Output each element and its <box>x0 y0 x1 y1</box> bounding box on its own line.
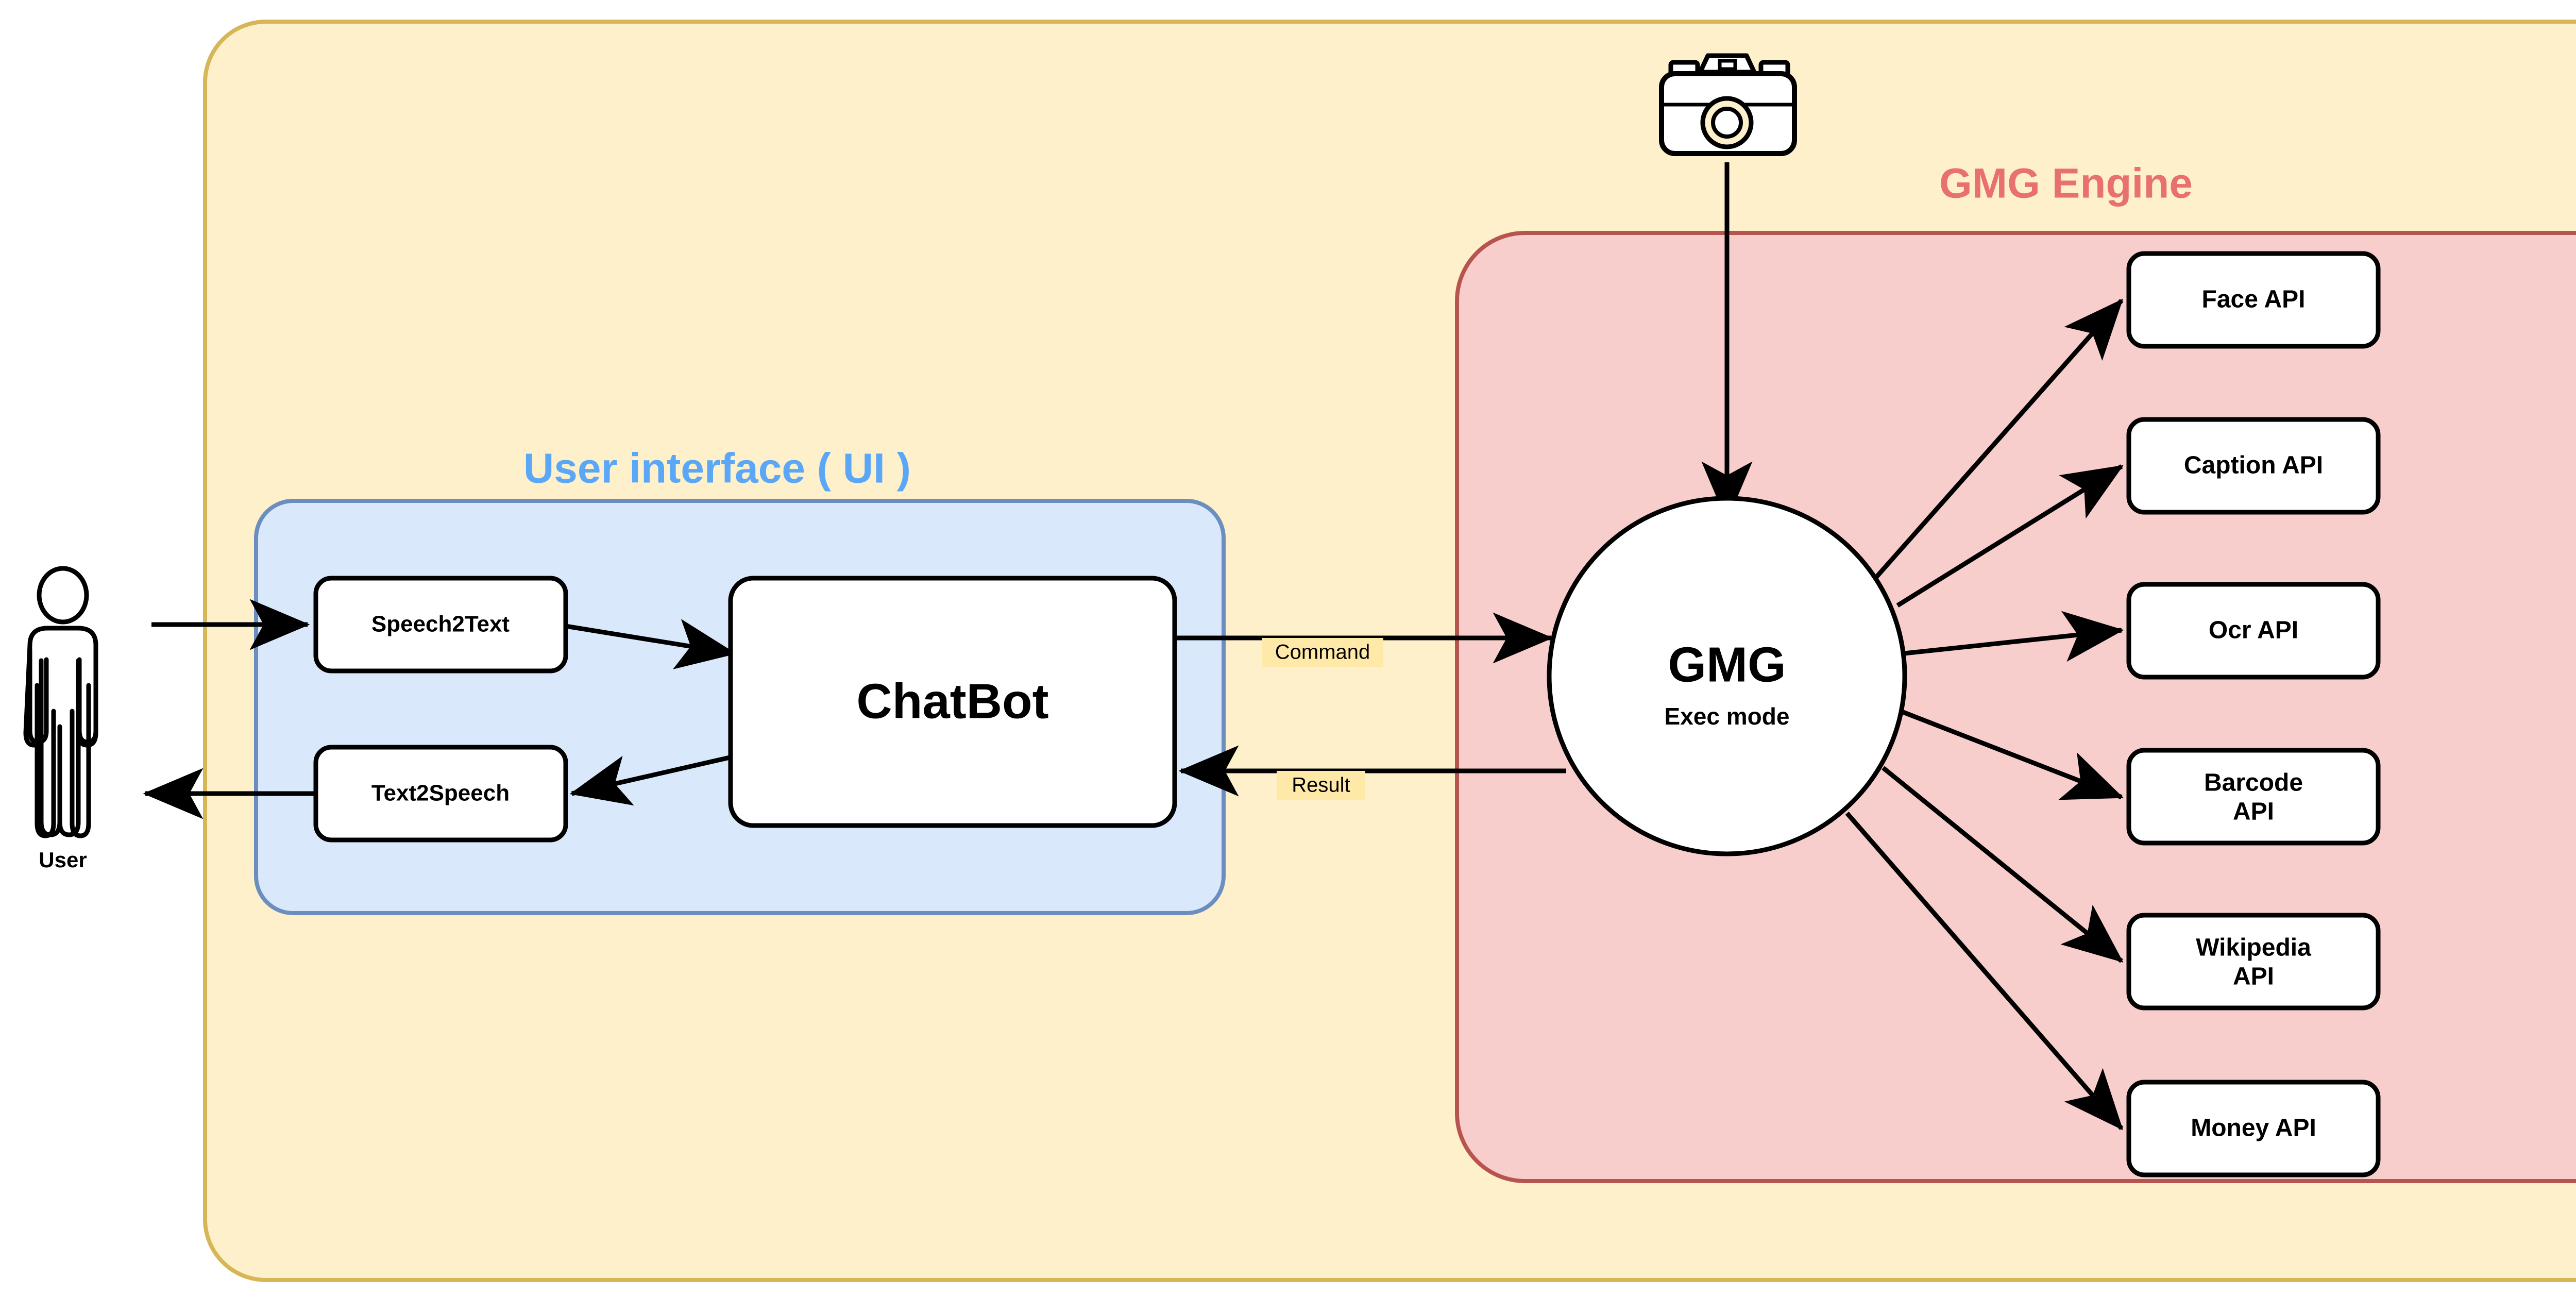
ocr-api-label: Ocr API <box>2209 617 2298 644</box>
result-label-bg <box>1277 771 1365 800</box>
node-text2speech[interactable]: Text2Speech <box>313 745 568 843</box>
node-ocr-api[interactable]: Ocr API <box>2126 582 2381 680</box>
node-caption-api[interactable]: Caption API <box>2126 417 2381 515</box>
ui-group-title: User interface ( UI ) <box>523 445 911 492</box>
node-chatbot[interactable]: ChatBot <box>728 576 1177 828</box>
node-speech2text[interactable]: Speech2Text <box>313 576 568 674</box>
edge-label-command: Command <box>1275 641 1370 664</box>
engine-group-title: GMG Engine <box>1939 160 2193 207</box>
gmg-core-label: GMG <box>1668 637 1786 692</box>
wikipedia-api-label-line2: API <box>2233 963 2274 990</box>
edge-speech2text-to-chatbot <box>565 619 737 669</box>
speech2text-label: Speech2Text <box>371 612 510 637</box>
camera-icon <box>1659 53 1797 156</box>
node-wikipedia-api[interactable]: Wikipedia API <box>2126 913 2381 1011</box>
text2speech-label: Text2Speech <box>371 781 510 806</box>
edge-chatbot-to-text2speech <box>569 754 735 806</box>
edge-gmg-to-wikipedia-api <box>1882 766 2124 963</box>
edge-label-result: Result <box>1292 774 1350 797</box>
user-label: User <box>39 848 87 872</box>
gmg-core-sublabel: Exec mode <box>1665 703 1790 730</box>
edge-gmg-to-ocr-api <box>1904 611 2124 662</box>
node-face-api[interactable]: Face API <box>2126 251 2381 349</box>
node-money-api[interactable]: Money API <box>2126 1080 2381 1177</box>
wikipedia-api-label-line1: Wikipedia <box>2196 934 2311 962</box>
user-stick-figure-icon <box>23 566 98 838</box>
edge-gmg-to-caption-api <box>1896 464 2124 608</box>
edge-gmg-to-face-api <box>1873 298 2124 580</box>
command-label-bg <box>1262 638 1383 667</box>
edge-gmg-to-money-api <box>1845 812 2124 1131</box>
chatbot-label: ChatBot <box>856 674 1048 729</box>
face-api-label: Face API <box>2202 286 2306 313</box>
edge-gmg-to-barcode-api <box>1902 710 2124 800</box>
caption-api-label: Caption API <box>2184 452 2323 479</box>
barcode-api-label-line2: API <box>2233 798 2274 826</box>
barcode-api-label-line1: Barcode <box>2204 769 2303 797</box>
node-gmg-core[interactable]: GMG Exec mode <box>1547 496 1907 856</box>
money-api-label: Money API <box>2191 1115 2316 1142</box>
node-barcode-api[interactable]: Barcode API <box>2126 748 2381 846</box>
